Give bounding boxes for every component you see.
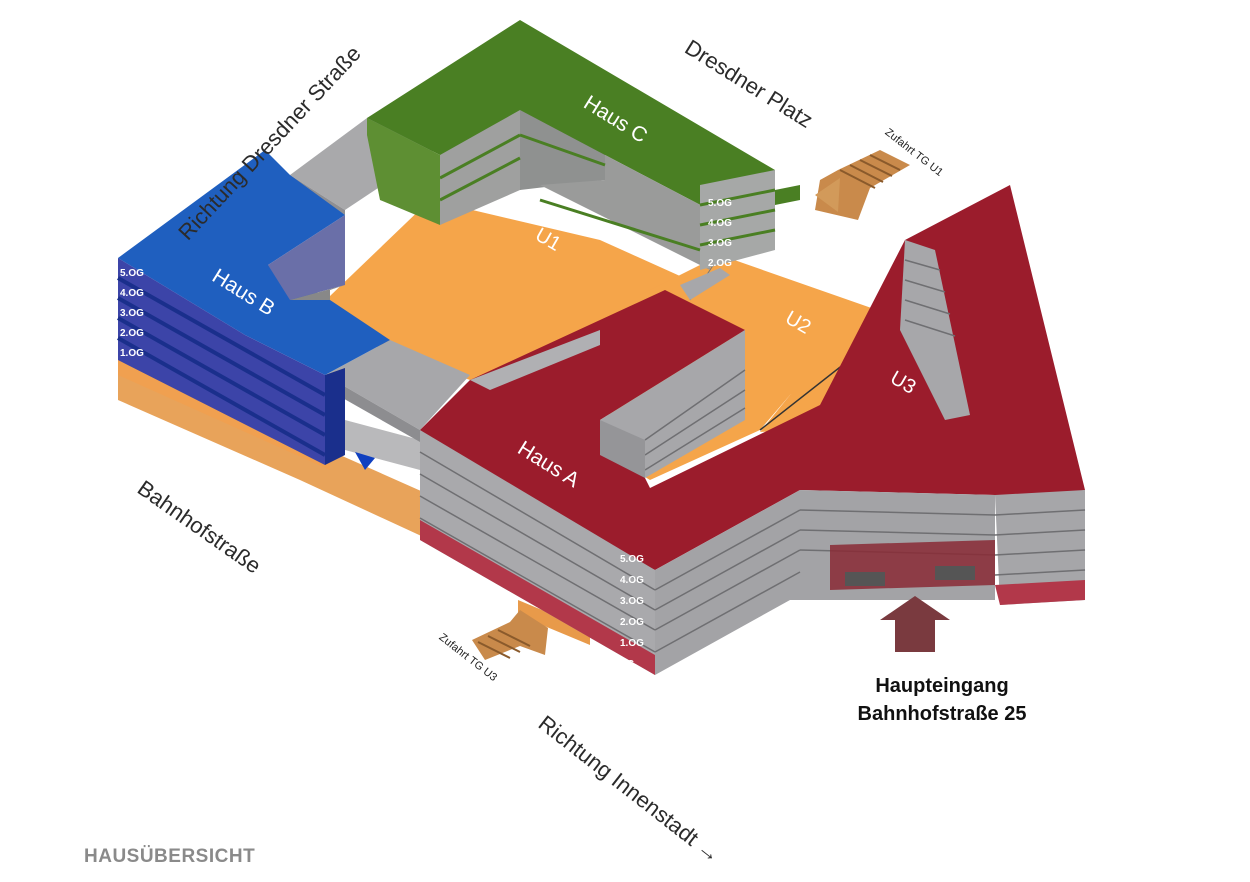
floor-label: 5.OG bbox=[620, 554, 644, 565]
street-label-innenstadt: Richtung Innenstadt → bbox=[534, 710, 726, 867]
floor-label: 4.OG bbox=[708, 218, 732, 229]
floor-label: 1.OG bbox=[120, 348, 144, 359]
driveway-arrow-u3 bbox=[472, 610, 548, 660]
house-b bbox=[117, 150, 390, 470]
house-a bbox=[419, 185, 1086, 675]
main-entrance-label-line1: Haupteingang bbox=[875, 675, 1008, 697]
floor-label: EG bbox=[620, 659, 635, 670]
floor-labels-house-c: 5.OG 4.OG 3.OG 2.OG bbox=[708, 198, 732, 269]
overview-caption: HAUSÜBERSICHT bbox=[84, 846, 255, 867]
floor-label: 1.OG bbox=[620, 638, 644, 649]
floor-label: 3.OG bbox=[120, 308, 144, 319]
floor-labels-house-b: 5.OG 4.OG 3.OG 2.OG 1.OG bbox=[120, 268, 144, 359]
driveway-arrow-u1 bbox=[815, 150, 910, 220]
floor-label: 4.OG bbox=[620, 575, 644, 586]
floor-label: 5.OG bbox=[120, 268, 144, 279]
floor-label: 3.OG bbox=[708, 238, 732, 249]
floor-label: 4.OG bbox=[120, 288, 144, 299]
floor-label: 2.OG bbox=[120, 328, 144, 339]
floor-label: 2.OG bbox=[708, 258, 732, 269]
house-c bbox=[367, 20, 800, 270]
main-entrance-arrow bbox=[880, 596, 950, 652]
floor-labels-house-a: 5.OG 4.OG 3.OG 2.OG 1.OG EG bbox=[620, 554, 644, 670]
floor-label: 5.OG bbox=[708, 198, 732, 209]
floor-label: 3.OG bbox=[620, 596, 644, 607]
street-label-bahnhofstrasse: Bahnhofstraße bbox=[133, 475, 266, 578]
street-label-dresdner-platz: Dresdner Platz bbox=[681, 34, 818, 132]
main-entrance-label-line2: Bahnhofstraße 25 bbox=[858, 703, 1027, 725]
floor-label: 2.OG bbox=[620, 617, 644, 628]
